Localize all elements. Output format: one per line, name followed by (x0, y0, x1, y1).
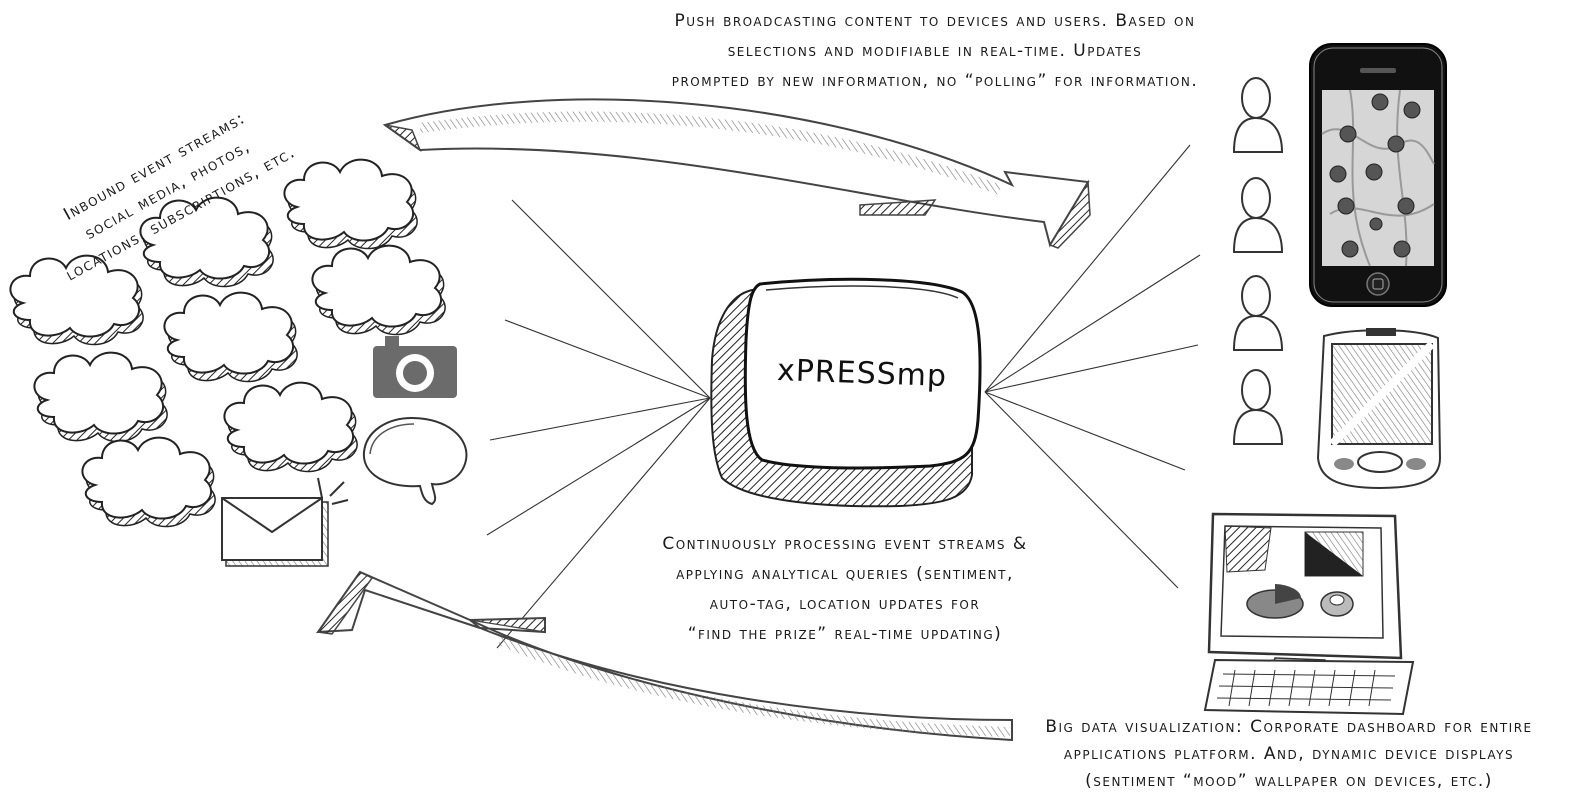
user-icon (1234, 78, 1282, 152)
big-data-note: Big data visualization: Corporate dashbo… (1005, 714, 1573, 795)
push-line-3: prompted by new information, no “polling… (630, 66, 1240, 96)
push-line-2: selections and modifiable in real-time. … (630, 36, 1240, 66)
pda-icon (1318, 328, 1440, 488)
processing-note: Continuously processing event streams & … (630, 529, 1060, 649)
cloud-icon (82, 438, 215, 527)
cloud-icon (312, 246, 445, 335)
speech-bubble-icon (364, 418, 467, 504)
cloud-icon (34, 353, 167, 442)
processing-line-1: Continuously processing event streams & (630, 529, 1060, 559)
push-arrow (385, 99, 1090, 248)
smartphone-icon (1310, 44, 1446, 306)
user-icon (1234, 370, 1282, 444)
user-icon (1234, 276, 1282, 350)
processing-line-3: auto-tag, location updates for (630, 589, 1060, 619)
bigdata-line-2: applications platform. And, dynamic devi… (1005, 741, 1573, 768)
bigdata-line-1: Big data visualization: Corporate dashbo… (1005, 714, 1573, 741)
cloud-icon (164, 293, 297, 382)
bigdata-line-3: (sentiment “mood” wallpaper on devices, … (1005, 768, 1573, 795)
push-broadcast-note: Push broadcasting content to devices and… (630, 6, 1240, 96)
cloud-icon (224, 383, 357, 472)
camera-icon (373, 336, 457, 398)
envelope-icon (222, 478, 348, 566)
user-icon (1234, 178, 1282, 252)
push-line-1: Push broadcasting content to devices and… (630, 6, 1240, 36)
processing-line-2: applying analytical queries (sentiment, (630, 559, 1060, 589)
computer-dashboard-icon (1205, 514, 1413, 714)
cloud-icon (284, 160, 417, 249)
processing-line-4: “find the prize” real-time updating) (630, 619, 1060, 649)
